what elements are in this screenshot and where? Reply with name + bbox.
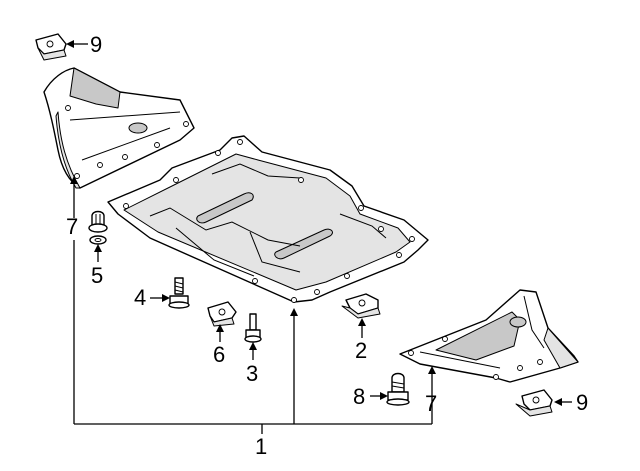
- left-splash-shield: [43, 67, 195, 189]
- callout-9-top: 9: [90, 32, 102, 57]
- push-clip: [88, 210, 108, 233]
- callout-2: 2: [355, 338, 367, 363]
- callout-3: 3: [246, 361, 258, 386]
- callout-7-left: 7: [66, 214, 78, 239]
- clip-nut: [207, 301, 237, 327]
- flange-bolt: [386, 372, 410, 406]
- callout-5: 5: [91, 263, 103, 288]
- clip-nut-bottom: [515, 389, 553, 417]
- callout-labels: 9 7 5 4 6 3 2 8 7 9 1: [66, 32, 588, 459]
- callout-6: 6: [213, 342, 225, 367]
- callout-4: 4: [134, 285, 146, 310]
- washer: [89, 235, 107, 245]
- lower-engine-cover: [107, 135, 429, 303]
- clip-nut-top: [35, 33, 67, 61]
- callout-1: 1: [255, 434, 267, 459]
- callout-8: 8: [353, 384, 365, 409]
- retainer-clip: [341, 293, 381, 319]
- leader-lines: [66, 40, 572, 434]
- stud: [244, 313, 262, 343]
- bolt: [168, 277, 190, 309]
- callout-9-bottom: 9: [576, 390, 588, 415]
- callout-7-right: 7: [425, 391, 437, 416]
- right-splash-shield: [399, 289, 579, 383]
